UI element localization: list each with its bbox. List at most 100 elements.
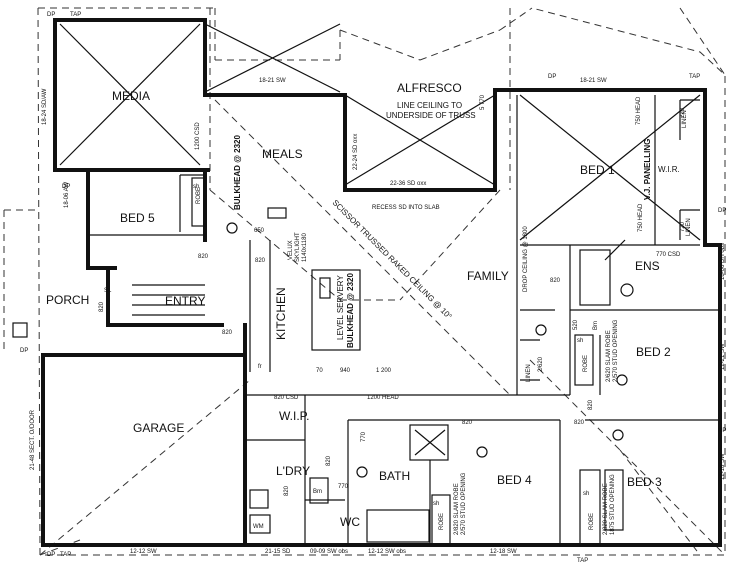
robe-note-b1: 2/820 SLAM ROBE	[454, 483, 460, 535]
dim-820-e: 820	[550, 278, 561, 284]
dim-18-21-sw-b: 18-21 SW	[580, 78, 607, 84]
dim-12-18-sw-b: 12-18 SW	[720, 453, 726, 480]
head-750-top: 750 HEAD	[636, 96, 642, 125]
external-walls	[41, 18, 722, 547]
linen1-label: LINEN	[682, 110, 688, 128]
dim-12-12-sw-b: 12-12 SW obs	[368, 549, 406, 555]
bed4-label: BED 4	[497, 473, 532, 487]
dim-820-h: 820	[462, 420, 473, 426]
dp-note-2: DP	[62, 184, 70, 190]
dim-940: 940	[340, 368, 351, 374]
robe-note-c2: 1875 STUD OPENING	[610, 474, 616, 535]
fr-note: fr	[258, 364, 262, 370]
meals-label: MEALS	[262, 147, 303, 161]
dim-820-g: 820	[574, 420, 585, 426]
ldry-label: L'DRY	[276, 464, 310, 478]
room-labels: MEDIA MEALS ALFRESCO LINE CEILING TO UND…	[46, 81, 692, 530]
csd-820: 820 CSD	[274, 395, 299, 401]
wir-bed1-label: W.I.R.	[658, 165, 680, 174]
dim-820-a: 820	[198, 254, 209, 260]
tap-note-4: TAP	[577, 558, 588, 564]
dim-820-d: 820	[99, 301, 105, 312]
roof-outline	[3, 7, 726, 556]
sh-note-4: sh	[583, 491, 589, 497]
bath-label: BATH	[379, 469, 410, 483]
dp-note-4: DP	[718, 208, 726, 214]
dim-22-24: 22-24 SD oxx	[353, 134, 359, 170]
wc-label: WC	[340, 515, 360, 529]
dim-09-09: 09-09 SW obs	[310, 549, 348, 555]
dim-5770: 5 770	[480, 94, 486, 110]
dim-21-15-sd: 21-15 SD	[265, 549, 291, 555]
robe-bed3-label: ROBE	[589, 513, 595, 530]
dim-2620: 2/620	[538, 356, 544, 372]
ens-label: ENS	[635, 259, 660, 273]
bm-note-1: Bm	[313, 489, 322, 495]
bed3-label: BED 3	[627, 475, 662, 489]
head-750-side: 750 HEAD	[638, 203, 644, 232]
dim-820-b: 820	[255, 258, 266, 264]
bed5-label: BED 5	[120, 211, 155, 225]
dim-820-i: 820	[326, 455, 332, 466]
dim-18-21-sw-a: 18-21 SW	[259, 78, 286, 84]
tap-note-1: TAP	[70, 12, 81, 18]
dim-70: 70	[316, 368, 323, 374]
dim-720-a: 720	[680, 107, 686, 118]
velux-note: VELUX	[288, 240, 294, 260]
dim-820-f: 820	[588, 399, 594, 410]
tap-note-2: TAP	[689, 74, 700, 80]
csd-770: 770 CSD	[656, 252, 681, 258]
dim-650: 650	[254, 228, 265, 234]
family-label: FAMILY	[467, 269, 509, 283]
entry-label: ENTRY	[165, 294, 205, 308]
dim-18-06-aw: 18-06 AW	[64, 182, 70, 208]
vj-panelling-note: V.J. PANELLING	[643, 139, 652, 200]
bed2-label: BED 2	[636, 345, 671, 359]
csd-1200: 1200 CSD	[195, 122, 201, 150]
internal-walls	[12, 23, 720, 546]
dim-720-b: 720	[680, 221, 686, 232]
head-1200: 1200 HEAD	[367, 395, 399, 401]
dp-note-3: DP	[548, 74, 556, 80]
dim-21-48: 21-48 SECT. O/DOOR	[30, 409, 36, 470]
skylight-size-note: 1140x1180	[302, 233, 308, 262]
dim-520: 520	[573, 319, 579, 330]
dim-12-21-sw: 12-21 SW	[720, 343, 726, 370]
dim-770-b: 770	[338, 484, 349, 490]
garage-label: GARAGE	[133, 421, 184, 435]
dim-18-24-sd: 18-24 SD/AW	[42, 88, 48, 125]
skylight-note: SKYLIGHT	[295, 232, 301, 262]
sh-note-2: sh	[577, 338, 583, 344]
dim-22-36: 22-36 SD oxx	[390, 181, 426, 187]
sh-note-3: sh	[433, 501, 439, 507]
dim-770-a: 770	[361, 431, 367, 442]
dim-820-j: 820	[284, 485, 290, 496]
level-servery-note: LEVEL SERVERY	[336, 275, 345, 340]
linen3-label: LINEN	[526, 364, 532, 382]
dp-note-5: DP	[718, 428, 726, 434]
sh-note-1: sh	[193, 184, 199, 190]
dp-note-7: DP	[20, 348, 28, 354]
alfresco-note-2: UNDERSIDE OF TRUSS	[386, 111, 476, 120]
dim-12-12-sw-a: 12-12 SW	[130, 549, 157, 555]
robe-note-a1: 2/620 SLAM ROBE	[606, 330, 612, 382]
tap-note-3: TAP	[60, 552, 71, 558]
drop-ceiling-note: DROP CEILING @ 1800	[523, 226, 529, 292]
robe-bed5-label: ROBE	[196, 187, 202, 204]
alfresco-label: ALFRESCO	[397, 81, 462, 95]
robe-note-c1: 2/820 SLAM ROBE	[603, 483, 609, 535]
sl-note: SL	[104, 288, 112, 294]
media-label: MEDIA	[112, 89, 150, 103]
bed1-label: BED 1	[580, 163, 615, 177]
linen2-label: LINEN	[686, 218, 692, 236]
robe-note-b2: 2/570 STUD OPENING	[461, 472, 467, 535]
robe-bed2-label: ROBE	[583, 355, 589, 372]
robe-bed4-label: ROBE	[439, 513, 445, 530]
alfresco-note-1: LINE CEILING TO	[397, 101, 462, 110]
bulkhead-kitchen-note: BULKHEAD @ 2320	[346, 273, 355, 348]
porch-label: PORCH	[46, 293, 89, 307]
recess-note: RECESS SD INTO SLAB	[372, 205, 440, 211]
robe-note-a2: 2/570 STUD OPENING	[613, 319, 619, 382]
dim-12-18-sw-a: 12-18 SW	[490, 549, 517, 555]
